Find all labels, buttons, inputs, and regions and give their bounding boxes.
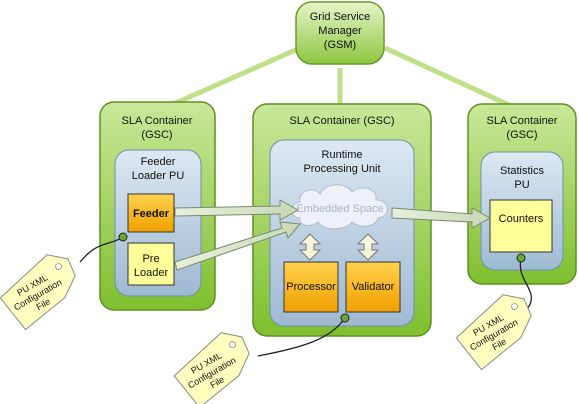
space-validator-arrow [356, 233, 380, 261]
arrow-preloader-to-space [174, 221, 302, 271]
tag-connector-dots [118, 232, 526, 323]
pu-feeder-loader-title-1: Feeder [141, 156, 176, 168]
validator-label: Validator [352, 281, 395, 293]
container-left: SLA Container (GSC) Feeder Loader PU Fee… [99, 101, 216, 311]
config-tag-2: PU XML Configuration File [173, 332, 250, 404]
pu-runtime-title-2: Processing Unit [303, 163, 380, 175]
pu-statistics-title-2: PU [514, 179, 529, 191]
preloader-label-2: Loader [134, 267, 169, 279]
gsm-label-2: Manager [318, 25, 362, 37]
arrow-space-to-counters [391, 207, 492, 229]
processor-label: Processor [286, 281, 336, 293]
flow-arrows [174, 199, 492, 271]
pu-runtime-title-1: Runtime [322, 149, 363, 161]
gsm-node: Grid Service Manager (GSM) [295, 1, 385, 65]
container-right-title-2: (GSC) [506, 129, 537, 141]
preloader-label-1: Pre [142, 253, 159, 265]
arrow-feeder-to-space [174, 199, 300, 221]
gsm-connectors [158, 45, 522, 113]
gsm-label-1: Grid Service [310, 11, 371, 23]
container-left-title-2: (GSC) [141, 129, 172, 141]
counters-label: Counters [499, 213, 544, 225]
pu-statistics-title-1: Statistics [500, 165, 545, 177]
pu-feeder-loader-title-2: Loader PU [132, 170, 185, 182]
feeder-label: Feeder [133, 208, 170, 220]
gsm-label-3: (GSM) [324, 39, 356, 51]
connector-left [158, 45, 302, 113]
embedded-space-cloud: Embedded Space [291, 184, 388, 230]
config-tag-1: PU XML Configuration File [0, 254, 76, 331]
connector-right [383, 45, 522, 113]
container-right-title-1: SLA Container [487, 115, 558, 127]
container-middle-title: SLA Container (GSC) [289, 115, 394, 127]
container-left-title-1: SLA Container [122, 115, 193, 127]
embedded-space-label: Embedded Space [296, 203, 383, 215]
container-right: SLA Container (GSC) Statistics PU Counte… [467, 103, 577, 285]
config-tag-3: PU XML Configuration File [455, 294, 532, 371]
space-processor-arrow [298, 233, 322, 261]
